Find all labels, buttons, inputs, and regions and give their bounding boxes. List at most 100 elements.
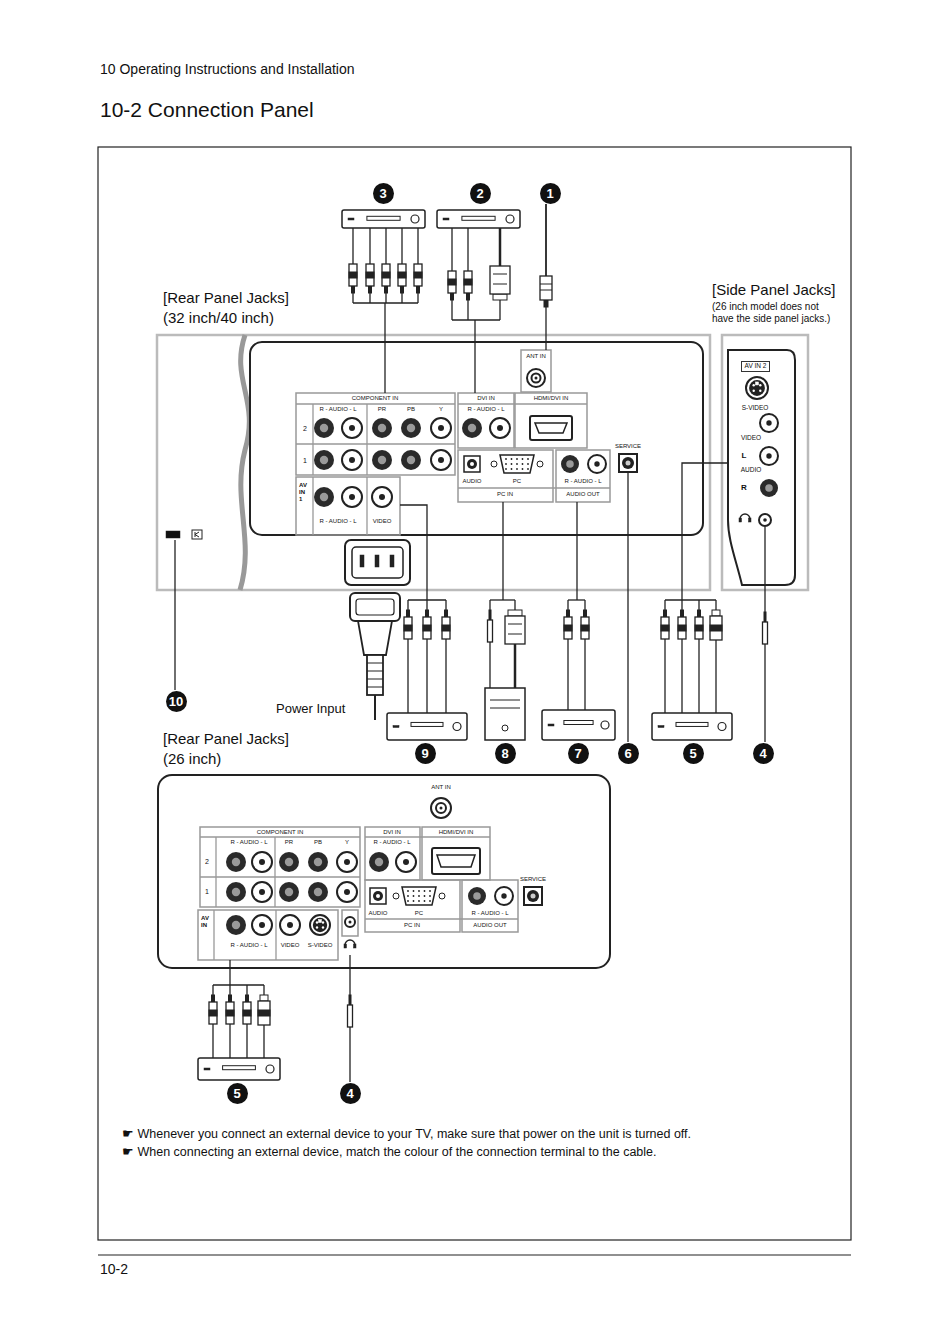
jack-key: [756, 382, 759, 385]
jack: [749, 380, 765, 396]
jack-hole: [501, 893, 506, 898]
plug-band: [423, 625, 431, 631]
lock-icon: [195, 532, 199, 535]
jack: [372, 418, 392, 438]
group-divider: [458, 403, 587, 404]
lock-line: [174, 540, 175, 690]
dsub-pin: [429, 890, 431, 892]
dsub-pin: [505, 458, 507, 460]
jack-label: VIDEO: [281, 942, 300, 948]
plug-body: [564, 617, 572, 639]
jack-label: R - AUDIO - L: [467, 406, 504, 412]
plug-band: [414, 272, 422, 278]
jack: [619, 454, 637, 472]
callout-circle: 10: [166, 691, 187, 712]
callout-number: 5: [233, 1087, 240, 1100]
service-line: [627, 472, 628, 742]
cable: [369, 293, 370, 303]
group-divider: [365, 918, 518, 919]
jack: [760, 447, 778, 465]
panel-subheading: (32 inch/40 inch): [163, 310, 274, 325]
jack-hole: [259, 859, 265, 865]
jack-label: PC: [513, 478, 521, 484]
group-divider: [312, 404, 313, 475]
screw: [491, 461, 497, 467]
jack: [252, 852, 272, 872]
plug-band: [366, 272, 374, 278]
jack-hole: [314, 858, 322, 866]
callout-number: 3: [379, 187, 386, 200]
jack-group: AUDIOPCPC IN: [458, 450, 553, 502]
cable: [681, 639, 682, 713]
hdmi-socket: [437, 855, 475, 867]
jack: [342, 487, 362, 507]
device-mark: [348, 218, 354, 220]
cable: [229, 1024, 230, 1058]
jack: [313, 918, 327, 932]
pc-tower: [485, 688, 525, 740]
panel-curve: [240, 335, 249, 590]
hdmi-socket: [535, 423, 567, 433]
jack-hole: [376, 894, 380, 898]
jack: [527, 890, 539, 902]
plug-tip: [712, 610, 720, 616]
note: ☛ Whenever you connect an external devic…: [122, 1128, 691, 1141]
device-box: [387, 713, 467, 740]
jack: [370, 888, 386, 904]
jack-label: S-VIDEO: [308, 942, 333, 948]
power-pin: [375, 555, 379, 567]
cable: [349, 955, 350, 995]
cable: [407, 600, 408, 610]
plug-tip: [401, 286, 404, 293]
plug-tip: [698, 610, 701, 617]
headphone-icon: [354, 944, 357, 948]
jack-pin: [753, 384, 755, 386]
power-pin: [390, 555, 394, 567]
jack-hole: [349, 494, 355, 500]
jack-pin: [316, 926, 318, 928]
dsub-pin: [407, 890, 409, 892]
jack-label: R - AUDIO - L: [471, 910, 508, 916]
plug-tip: [764, 612, 766, 622]
group-divider: [366, 477, 367, 535]
jack-group: HDMI/DVI IN: [515, 393, 587, 448]
plug-tip: [467, 293, 470, 300]
jack-hole: [287, 922, 293, 928]
cable: [385, 293, 386, 303]
jack: [308, 882, 328, 902]
jack-hole: [626, 461, 631, 466]
cable: [400, 505, 427, 600]
plug-body: [695, 617, 703, 639]
jack-hole: [349, 425, 355, 431]
jack: [396, 852, 416, 872]
plug-tip: [385, 286, 388, 293]
callout-number: 1: [546, 187, 553, 200]
callout-number: 6: [624, 747, 631, 760]
cable: [467, 300, 468, 320]
group-box: [198, 910, 338, 960]
jack-pin: [322, 926, 324, 928]
power-plug: [367, 687, 383, 688]
jack: [490, 418, 510, 438]
plug-body: [243, 1002, 251, 1024]
plug-body: [488, 620, 493, 642]
power-plug: [367, 655, 383, 695]
lock-icon: [192, 530, 202, 539]
dsub-pin: [418, 900, 420, 902]
dsub-pin: [527, 463, 529, 465]
plug-body: [349, 264, 357, 286]
plug-tip: [246, 995, 249, 1002]
footer-rule: [98, 1254, 851, 1255]
device-mark: [548, 724, 554, 726]
channel-mark: L: [742, 452, 747, 460]
cable: [489, 600, 490, 610]
dsub-pin: [413, 895, 415, 897]
plug-ridge: [493, 284, 507, 285]
cable: [263, 985, 264, 995]
dsub-pin: [429, 900, 431, 902]
plug-body: [414, 264, 422, 286]
callout-circle: 5: [227, 1083, 248, 1104]
cable: [467, 228, 468, 271]
group-divider: [200, 836, 360, 837]
plug-body: [226, 1002, 234, 1024]
